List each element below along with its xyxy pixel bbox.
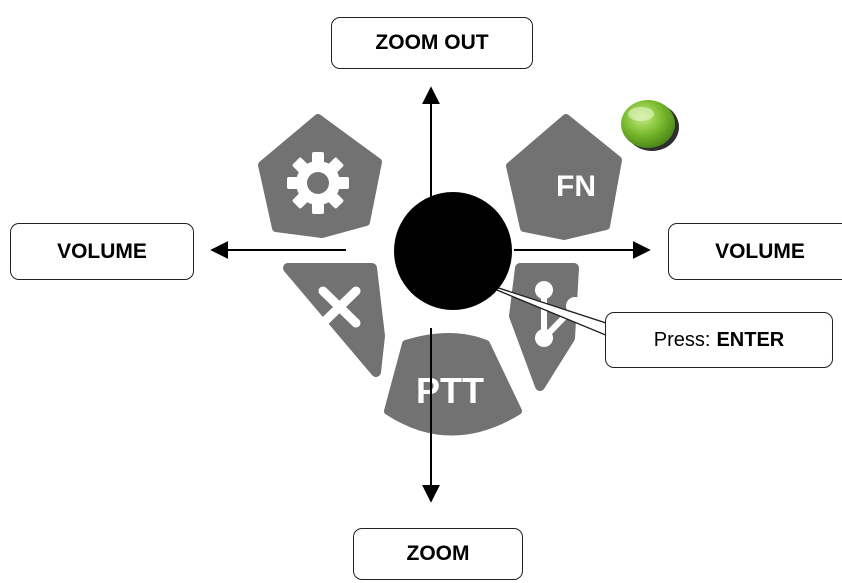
joystick-center[interactable]	[394, 192, 512, 310]
ptt-key[interactable]	[384, 333, 522, 436]
volume-right-label: VOLUME	[668, 223, 842, 280]
press-prefix: Press:	[653, 328, 711, 351]
press-key: ENTER	[716, 328, 785, 351]
close-icon	[318, 286, 361, 328]
zoom-out-label: ZOOM OUT	[331, 17, 533, 69]
close-key[interactable]	[283, 263, 385, 377]
share-icon	[535, 281, 584, 347]
zoom-label: ZOOM	[353, 528, 523, 580]
ptt-key-label: PTT	[416, 370, 484, 411]
status-led	[621, 100, 679, 151]
gear-icon	[287, 152, 349, 214]
volume-left-label: VOLUME	[10, 223, 194, 280]
fn-key-label: FN	[556, 170, 596, 203]
press-enter-callout: Press: ENTER	[605, 312, 833, 368]
fn-key[interactable]	[506, 114, 622, 240]
